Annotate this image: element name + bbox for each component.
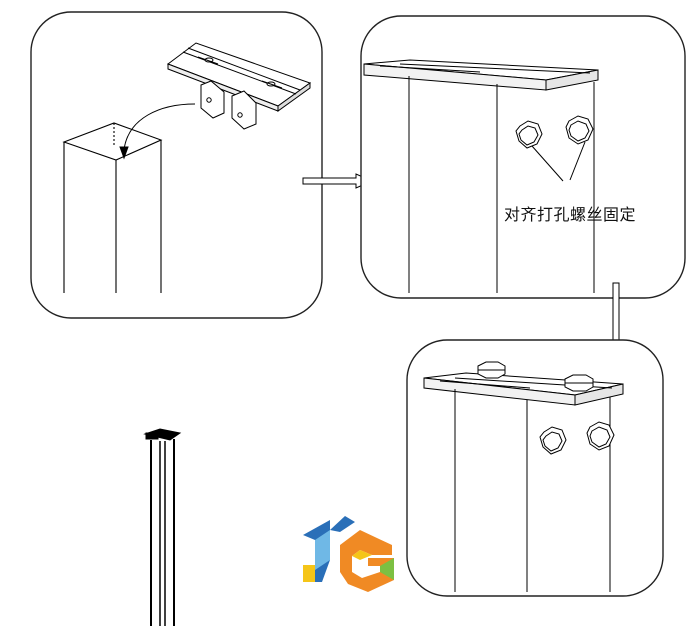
top-nut-icon: [477, 361, 506, 379]
panel-insert-bracket: [30, 11, 323, 319]
insert-arrow: [119, 103, 196, 160]
post-with-plate-zoom: [363, 59, 599, 293]
panel-align-drill: [360, 15, 686, 299]
assembled-post: [143, 428, 182, 626]
hex-bolt-icon: [515, 120, 543, 149]
hex-bolt-icon: [565, 115, 594, 145]
hex-bolt-icon: [586, 421, 615, 451]
hex-bolt-icon: [539, 426, 567, 455]
bracket-plate: [166, 42, 312, 130]
caption-align-drill-screw: 对齐打孔螺丝固定: [504, 205, 637, 224]
callout-lines: [531, 141, 586, 182]
top-nut-icon: [564, 374, 594, 392]
square-post-open: [62, 122, 163, 293]
panel-bolted: [406, 339, 664, 597]
jg-logo: [303, 516, 394, 592]
